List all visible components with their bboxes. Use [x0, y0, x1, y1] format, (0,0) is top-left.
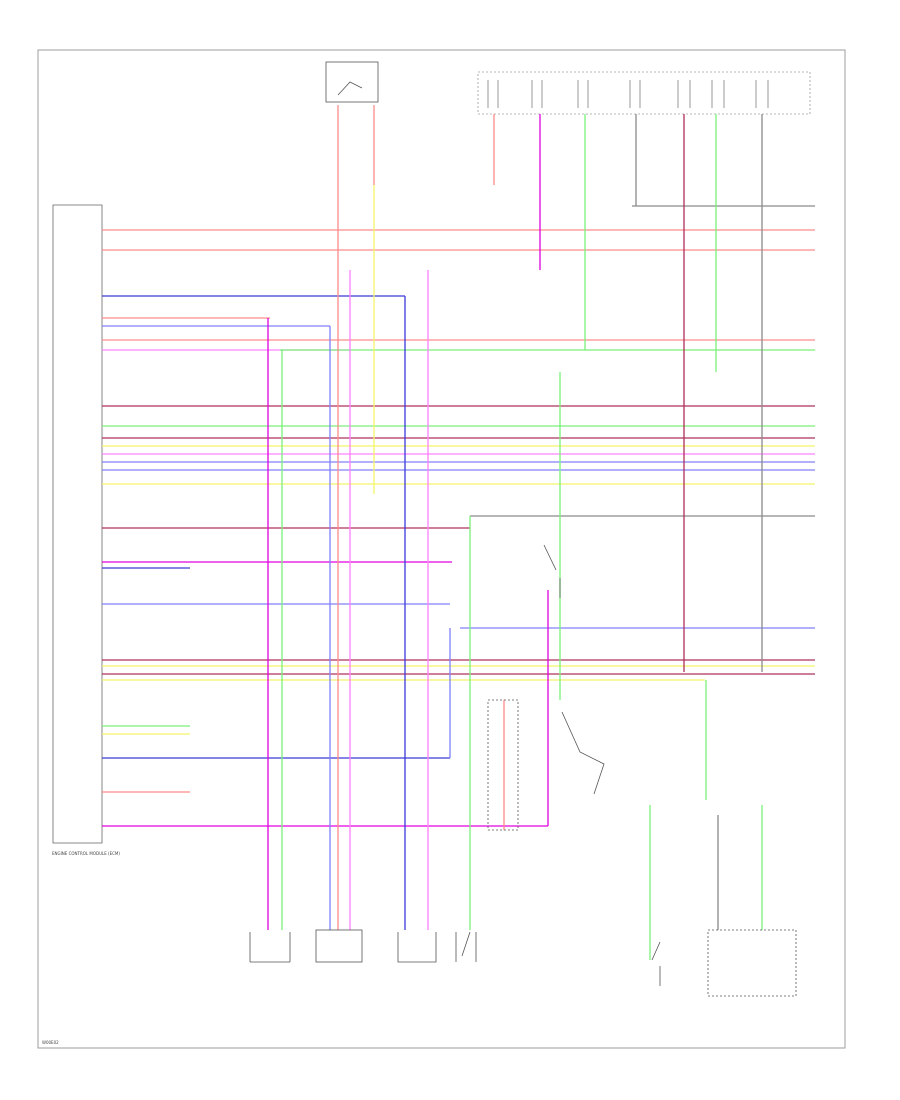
fuse-block — [477, 71, 811, 115]
svg-text:ENGINE CONTROL MODULE (ECM): ENGINE CONTROL MODULE (ECM) — [52, 851, 120, 856]
ecm-label: ENGINE CONTROL MODULE (ECM) — [52, 851, 120, 856]
center-switch-component — [487, 544, 605, 831]
figure-code: W00E02 — [42, 1040, 59, 1045]
top-switch-component — [325, 61, 379, 103]
bottom-component-3 — [397, 932, 437, 963]
diagram-frame — [37, 49, 846, 1049]
bottom-component-4 — [455, 931, 477, 962]
neutral-switch-component — [651, 941, 661, 986]
bottom-component-1 — [249, 932, 291, 963]
bottom-component-2 — [315, 929, 363, 963]
ecm-connector — [52, 204, 103, 844]
svg-text:W00E02: W00E02 — [42, 1040, 59, 1045]
park-neutral-component — [707, 929, 797, 997]
